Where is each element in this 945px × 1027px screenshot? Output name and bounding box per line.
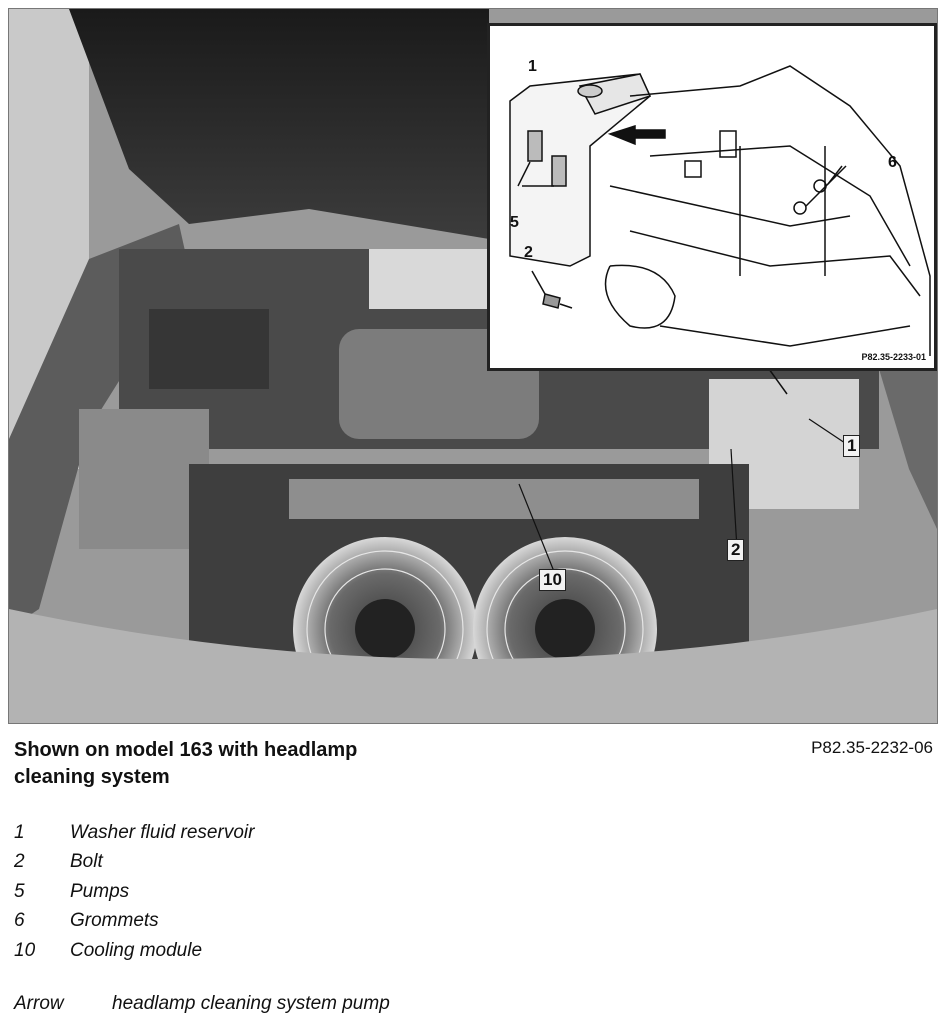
legend-number: 2: [14, 851, 25, 873]
legend-text: Pumps: [70, 880, 130, 902]
figure-reference: P82.35-2232-06: [811, 738, 933, 757]
arrow-note: Arrow headlamp cleaning system pump: [14, 993, 390, 1015]
figure-caption: Shown on model 163 with headlamp cleanin…: [14, 739, 358, 788]
legend-item: 2 Bolt: [14, 848, 254, 878]
inset-label-bolt: 2: [524, 244, 533, 261]
legend-text: Bolt: [70, 851, 103, 873]
legend-text: Washer fluid reservoir: [70, 821, 255, 843]
detail-inset: 1 5 2 6 P82.35-2233-01: [487, 23, 937, 371]
engine-photo: 1 2 10: [8, 8, 938, 724]
inset-label-grommets: 6: [888, 154, 897, 171]
legend-number: 10: [14, 939, 36, 961]
inset-label-pumps: 5: [510, 214, 519, 231]
inset-label-reservoir: 1: [528, 58, 537, 75]
legend-number: 5: [14, 880, 25, 902]
legend-item: 5 Pumps: [14, 877, 254, 907]
legend-number: 1: [14, 821, 25, 843]
callout-bolt: 2: [727, 539, 745, 561]
inset-reference: P82.35-2233-01: [861, 352, 926, 362]
inset-line-drawing: [509, 65, 931, 356]
legend-text: Grommets: [70, 910, 159, 932]
callout-cooling-module: 10: [539, 569, 566, 591]
legend-item: 6 Grommets: [14, 907, 254, 937]
callout-reservoir: 1: [843, 435, 861, 457]
legend-item: 1 Washer fluid reservoir: [14, 818, 254, 848]
legend-number: 6: [14, 910, 25, 932]
legend-list: 1 Washer fluid reservoir 2 Bolt 5 Pumps …: [14, 818, 254, 966]
arrow-text: headlamp cleaning system pump: [112, 993, 390, 1014]
arrow-key: Arrow: [14, 993, 64, 1014]
legend-text: Cooling module: [70, 939, 203, 961]
legend-item: 10 Cooling module: [14, 936, 254, 966]
